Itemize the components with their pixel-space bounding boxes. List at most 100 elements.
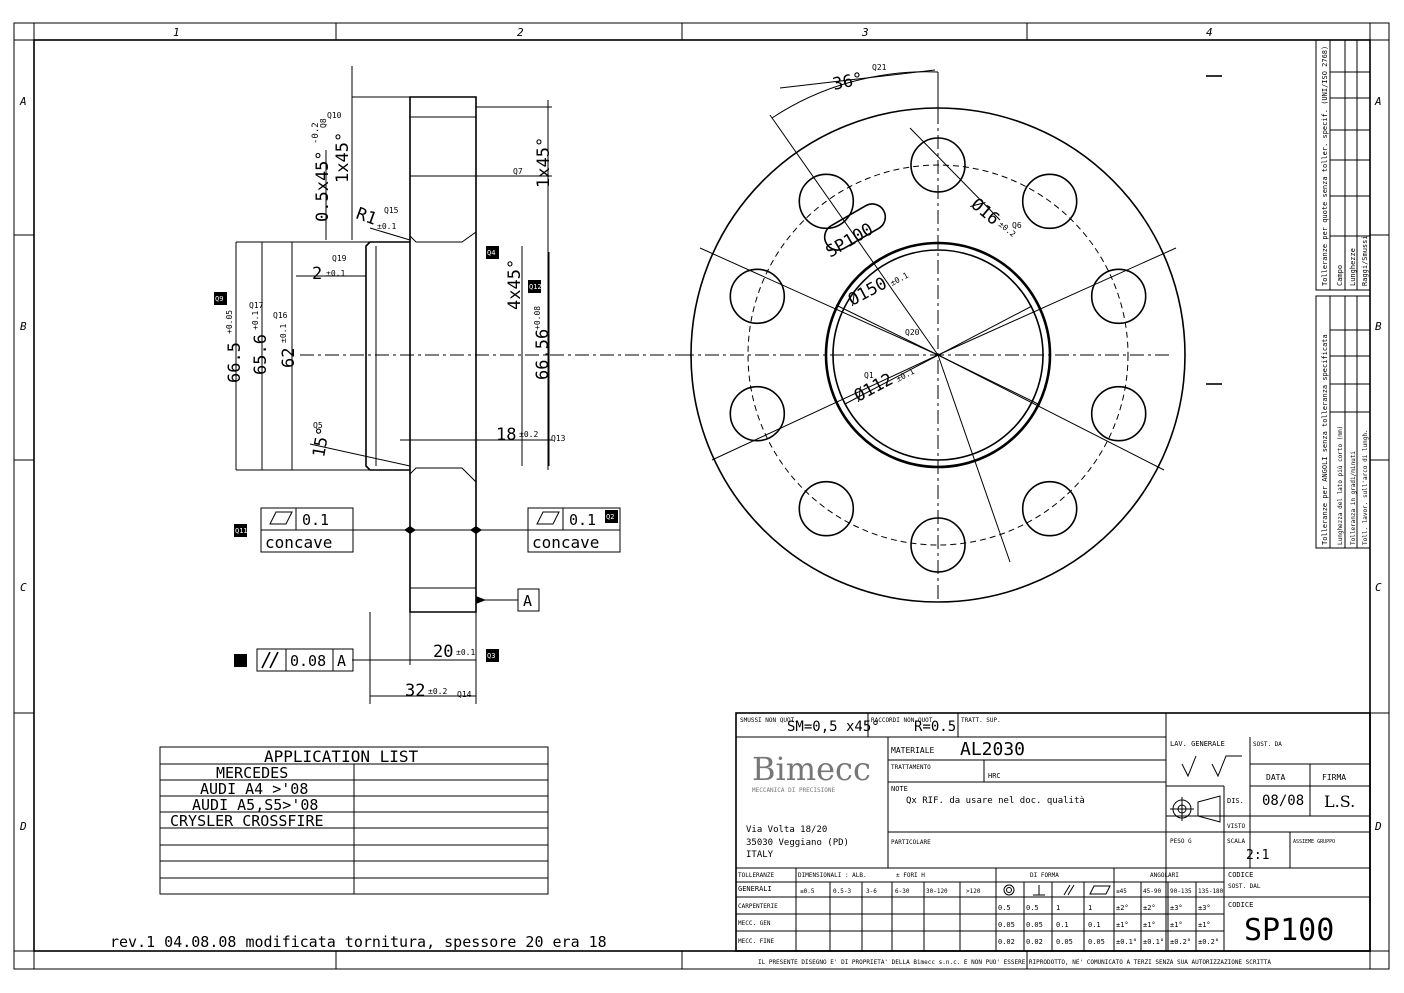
fcf-parallel: 0.08 A — [256, 648, 354, 672]
application-item: AUDI A4 >'08 — [200, 780, 308, 798]
company-subtitle: MECCANICA DI PRECISIONE — [752, 787, 835, 794]
dim-d62-tol: ±0.1 — [279, 324, 288, 343]
toll-dim-col: 0.5-3 — [833, 888, 851, 895]
parallelism-icon — [261, 651, 271, 669]
flatness-icon — [536, 511, 560, 525]
row-label-c-right: C — [1375, 581, 1382, 594]
application-item: AUDI A5,S5>'08 — [192, 796, 318, 814]
q-box-label: Q3 — [487, 652, 495, 660]
dim-w18: 18 — [496, 425, 516, 445]
address-line: ITALY — [746, 850, 774, 860]
ang-tol-value: ±0.1° — [1116, 938, 1137, 946]
bolt-holes — [729, 137, 1147, 573]
application-list-title: APPLICATION LIST — [264, 747, 418, 766]
row-label-b: B — [20, 320, 27, 333]
tol-side-row: Tolleranza in gradi/minuti — [1350, 451, 1357, 545]
q-label: Q10 — [327, 111, 342, 120]
toll-dim-col: 3-6 — [866, 888, 877, 895]
smussi-label: SMUSSI NON QUOT. — [740, 717, 798, 724]
tol-top-header: Lunghezze — [1349, 248, 1357, 286]
dim-w20-tol: ±0.1 — [456, 648, 475, 657]
row-label-a: A — [19, 95, 27, 108]
scala-label: SCALA — [1227, 838, 1245, 845]
form-tol-value: 0.05 — [1026, 921, 1043, 929]
dim-d62: 62 — [279, 348, 299, 368]
parallel-icon — [1063, 884, 1071, 896]
dim-d65-6: 65.6 — [251, 334, 271, 375]
dis-label: DIS. — [1227, 797, 1244, 805]
flatness-icon — [1089, 885, 1111, 895]
form-tol-value: 0.02 — [1026, 938, 1043, 946]
bolt-hole — [1090, 385, 1147, 442]
footer-note: IL PRESENTE DISEGNO E' DI PROPRIETA' DEL… — [758, 959, 1271, 966]
bolt-hole — [729, 385, 786, 442]
bolt-hole — [729, 268, 786, 325]
tol-top-header: Raggi/Smussi — [1361, 235, 1369, 286]
q-box-label: Q12 — [529, 283, 542, 291]
q-label: Q16 — [273, 311, 288, 320]
q-label: Q14 — [457, 690, 472, 699]
dim-d66-56-tol: +0.08 — [533, 306, 542, 330]
fcf-left-value: 0.1 — [302, 511, 329, 529]
dis-firma: L.S. — [1324, 792, 1355, 811]
bolt-hole — [910, 517, 966, 573]
toll-dim-col: 30-120 — [926, 888, 948, 895]
toll-ang-col: 90-135 — [1170, 888, 1192, 895]
bolt-hole — [1021, 480, 1078, 537]
dim-d66-5-tol: +0.05 — [225, 310, 234, 334]
col-label-3: 3 — [861, 26, 869, 39]
ang-tol-value: ±1° — [1143, 921, 1156, 929]
toll-ang-col: 45-90 — [1143, 888, 1161, 895]
toll-row: GENERALI — [738, 885, 772, 893]
firma-label: FIRMA — [1322, 773, 1346, 782]
hrc-label: HRC — [988, 772, 1001, 780]
col-label-4: 4 — [1206, 26, 1213, 39]
stamp-outline — [823, 203, 887, 251]
sost-dal-label: SOST. DAL — [1228, 883, 1261, 890]
q-label: Q17 — [249, 301, 264, 310]
dim-chamfer-05: 0.5x45° — [313, 150, 333, 222]
section-dims: 0.5x45° -0.2 1x45° 1x45° 4x45° R1 ±0.1 2… — [225, 122, 554, 701]
tolerance-table-side: Tolleranze per ANGOLI senza tolleranza s… — [1315, 295, 1371, 549]
dis-date: 08/08 — [1262, 793, 1304, 809]
row-label-a-right: A — [1374, 95, 1382, 108]
form-tol-value: 0.1 — [1088, 921, 1101, 929]
bore-q: Q1 — [864, 371, 874, 380]
form-tol-value: 0.05 — [998, 921, 1015, 929]
toll-dim-col: ≤0.5 — [800, 888, 815, 895]
q-label: Q15 — [384, 206, 399, 215]
dim-radius: R1 — [353, 204, 379, 230]
toll-header: ± FORI H — [896, 872, 925, 879]
ang-tol-value: ±2° — [1143, 904, 1156, 912]
front-view — [680, 69, 1222, 603]
form-tol-value: 1 — [1056, 904, 1060, 912]
ang-tol-value: ±0.2° — [1198, 938, 1219, 946]
title-block-text: SMUSSI NON QUOT. SM=0,5 x45° RACCORDI NO… — [738, 717, 1355, 966]
form-symbols — [1003, 755, 1242, 896]
section-lower-hatch — [409, 467, 477, 531]
q-box-label: Q4 — [487, 249, 495, 257]
raccordi-label: RACCORDI NON QUOT. — [871, 717, 936, 724]
dim-depth-tol: ±0.1 — [326, 269, 345, 278]
toll-header: DI FORMA — [1030, 872, 1059, 879]
circularity-icon — [1003, 884, 1015, 896]
q-label: Q5 — [313, 421, 323, 430]
application-list: APPLICATION LIST MERCEDES AUDI A4 >'08 A… — [159, 746, 549, 895]
section-qlabels: Q10 Q8 Q15 Q19 Q17 Q16 Q5 Q7 Q13 Q14 — [249, 111, 566, 699]
note-value: Qx RIF. da usare nel doc. qualità — [906, 796, 1085, 806]
particolare-label: PARTICOLARE — [891, 839, 931, 846]
bolt-hole — [910, 137, 966, 193]
materiale-value: AL2030 — [960, 739, 1025, 760]
bore-tol: ±0.1 — [895, 367, 916, 384]
visto-label: VISTO — [1227, 823, 1245, 830]
row-label-b-right: B — [1375, 320, 1382, 333]
datum-a: A — [517, 588, 540, 612]
application-item: CRYSLER CROSSFIRE — [170, 812, 324, 830]
roughness-icon — [1181, 755, 1242, 778]
tol-side-row: Lunghezza del lato più corto (mm) — [1337, 426, 1344, 545]
dim-depth: 2 — [312, 264, 322, 284]
section-bottom-hatch — [409, 587, 477, 613]
tol-side-row: Toll. lavor. sull'arco di lungh. — [1362, 429, 1369, 545]
datum-letter: A — [523, 592, 532, 610]
